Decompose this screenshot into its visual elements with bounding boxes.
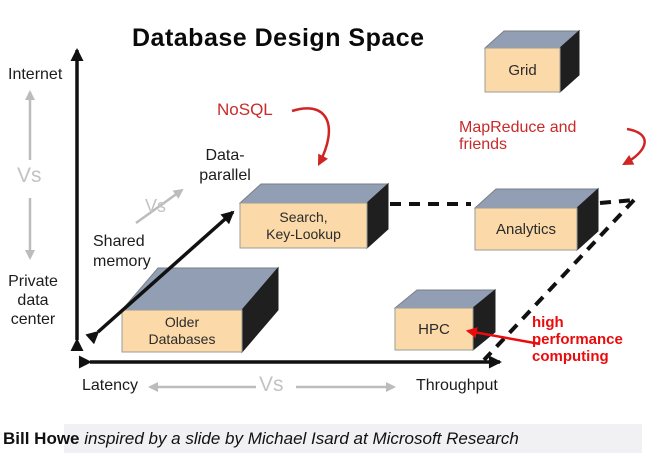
- search-line1: Search,: [279, 208, 328, 225]
- slide-title: Database Design Space: [132, 24, 425, 52]
- axis-label-data-parallel: Data- parallel: [190, 146, 260, 186]
- box-label-grid: Grid: [508, 61, 537, 79]
- data-parallel-line1: Data-: [205, 147, 245, 164]
- center-line: center: [10, 311, 56, 328]
- mapreduce-line2: friends: [459, 136, 508, 153]
- axis-label-throughput: Throughput: [416, 377, 498, 394]
- mapreduce-line1: MapReduce and: [459, 119, 577, 136]
- box-label-hpc: HPC: [418, 320, 450, 338]
- axis-vs-horizontal: Vs: [259, 373, 284, 396]
- hpc-note-line3: computing: [532, 348, 609, 365]
- box-analytics: [473, 187, 600, 252]
- box-label-older-databases: Older Databases: [122, 310, 242, 352]
- annotation-nosql: NoSQL: [217, 100, 273, 119]
- axis-label-private-data-center: Private data center: [2, 272, 64, 329]
- axis-label-shared-memory: Shared memory: [93, 232, 151, 272]
- hpc-note-line1: high: [532, 314, 564, 331]
- depth-axis: [85, 210, 235, 345]
- caption: Bill Howe inspired by a slide by Michael…: [3, 429, 519, 449]
- private-line: Private: [8, 273, 58, 290]
- search-line2: Key-Lookup: [266, 225, 341, 242]
- box-label-search-key-lookup: Search, Key-Lookup: [240, 203, 367, 248]
- annotation-hpc-expansion: high performance computing: [532, 314, 623, 365]
- caption-author: Bill Howe: [3, 429, 80, 448]
- axis-vs-vertical: Vs: [17, 164, 42, 187]
- memory-line: memory: [93, 253, 151, 270]
- annotation-mapreduce: MapReduce and friends: [459, 119, 576, 153]
- data-line: data: [17, 292, 49, 309]
- box-grid: [483, 29, 581, 94]
- axis-vs-depth: Vs: [145, 196, 167, 216]
- caption-backdrop: [64, 424, 642, 453]
- dashed-plane-edges: [390, 198, 636, 362]
- axis-label-internet: Internet: [8, 66, 63, 83]
- gray-vs-arrows: [25, 90, 396, 392]
- shared-line: Shared: [93, 233, 145, 250]
- hpc-note-line2: performance: [532, 331, 623, 348]
- box-search-key-lookup: [238, 182, 390, 250]
- caption-credit: inspired by a slide by Michael Isard at …: [84, 429, 519, 448]
- box-label-analytics: Analytics: [495, 220, 557, 238]
- axis-label-latency: Latency: [82, 377, 139, 394]
- older-line2: Databases: [148, 331, 216, 347]
- data-parallel-line2: parallel: [199, 167, 251, 184]
- box-hpc: [393, 288, 497, 352]
- older-line1: Older: [164, 314, 200, 330]
- red-annotation-arrows: [291, 107, 646, 346]
